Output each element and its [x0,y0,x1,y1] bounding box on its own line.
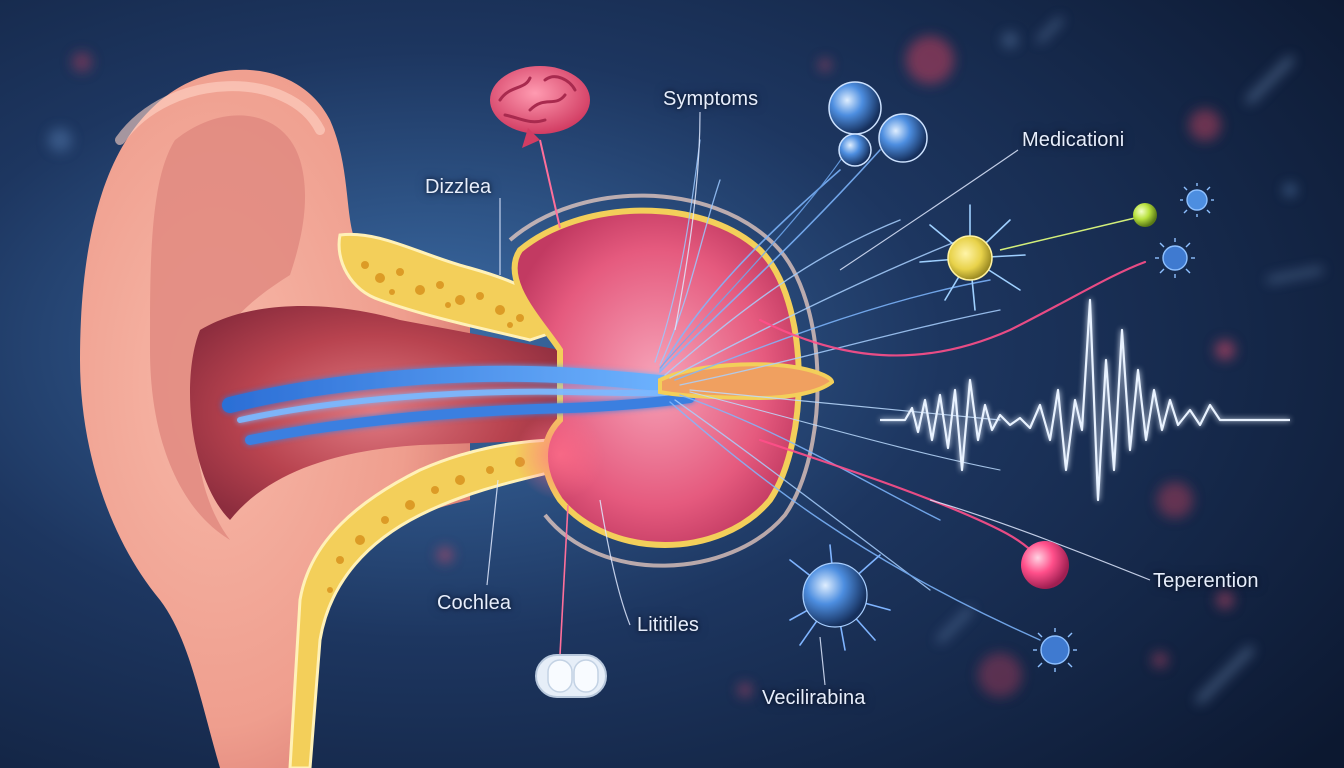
virus-particle-large [789,544,891,651]
junction-glow [515,410,605,500]
sound-waveform [880,298,1290,502]
label-medication: Medicationi [1022,129,1125,151]
label-vecilirabina: Vecilirabina [762,687,866,709]
green-sphere [1133,203,1157,227]
virus-particle-small [1180,183,1214,217]
label-symptoms: Symptoms [663,88,759,110]
nerve-fibers [654,129,1041,641]
bokeh-particles [48,32,1296,697]
ear-canal [190,306,560,520]
label-teperention: Teperention [1153,570,1259,592]
brain-connector [539,139,561,229]
green-connector [999,217,1136,251]
label-dizzlea: Dizzlea [425,176,492,198]
capsule-connector [559,504,569,656]
label-cochlea: Cochlea [437,592,512,614]
auditory-nerve-bundle [222,365,695,445]
pink-fibers [758,260,1147,562]
capsule-icon [535,654,607,698]
virus-particle-mid [1155,238,1195,278]
ear-inner-fold [150,115,306,540]
light-streaks [937,17,1323,704]
leader-lines [486,111,1151,686]
ear-rim-highlight [115,81,325,145]
brain-icon [490,66,590,148]
neuron-spheres [828,81,928,167]
virus-particle-bottom-right [1033,628,1077,672]
upper-bone-texture [361,261,524,328]
neuron-cell-icon [919,204,1026,311]
pink-sphere [1021,541,1069,589]
label-lititiles: Lititiles [637,614,700,636]
